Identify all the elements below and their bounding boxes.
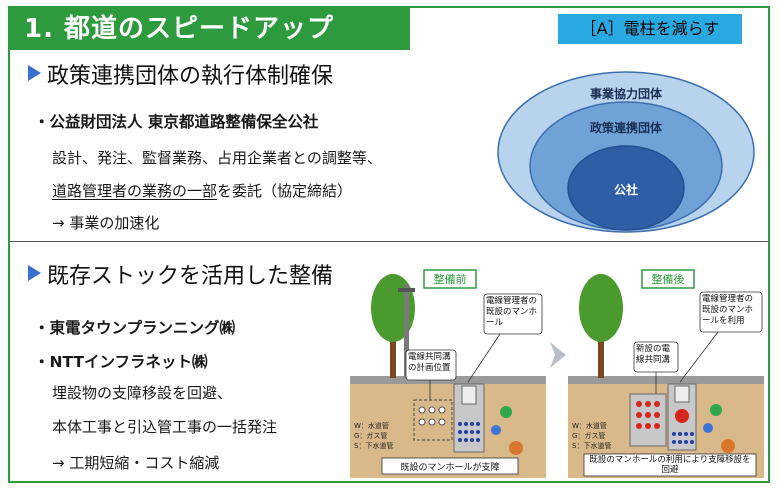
after-label: 整備後 [652,272,685,286]
cable-dots [458,422,480,442]
section2-heading: 既存ストックを活用した整備 [28,258,333,290]
before-caption: 既設のマンホールが支障 [400,461,499,473]
before-illustration: 整備前 電線管理者の既設のマンホール 電線共同溝の計画位置 W：水道管 G：ガス… [350,269,546,478]
reused-cable-icon [675,409,689,423]
water-pipe-icon [710,404,722,416]
svg-text:G：ガス管: G：ガス管 [354,431,387,440]
section2-result: → 工期短縮・コスト縮減 [52,454,220,472]
slide-title: 1. 都道のスピードアップ [10,8,410,50]
inner-ellipse [567,145,685,231]
svg-text:S：下水道管: S：下水道管 [572,441,611,450]
section1-desc2-rest: を委託（協定締結） [217,182,353,200]
after-legend: W：水道管 G：ガス管 S：下水道管 [572,421,611,450]
section2-org2: ・NTTインフラネット㈱ [34,353,208,371]
sewer-pipe-icon [509,441,523,455]
before-label-box [423,269,477,289]
section2-heading-text: 既存ストックを活用した整備 [47,264,334,289]
after-new-callout-text: 新設の電線共同溝 [636,344,671,365]
after-manhole-callout [699,291,763,333]
category-tag: ［A］電柱を減らす [558,14,742,44]
triangle-bullet-icon [28,65,41,81]
section1-org: ・公益財団法人 東京都道路整備保全公社 [34,113,319,131]
section1-desc2-underlined: 道路管理者の業務の一部 [52,182,218,200]
after-manhole-callout-text: 電線管理者の既設のマンホールを利用 [702,294,754,326]
section2-org1: ・東電タウンプランニング㈱ [34,319,236,337]
after-caption-box [583,453,757,477]
inner-ellipse-label: 公社 [614,182,638,197]
after-label-box [641,269,695,289]
tree-icon [579,274,623,342]
middle-ellipse-label: 政策連携団体 [590,120,663,135]
tree-trunk [598,324,604,378]
gas-pipe-icon [491,425,501,435]
section1-desc2: 道路管理者の業務の一部を委託（協定締結） [52,180,352,201]
svg-text:S：下水道管: S：下水道管 [354,441,393,450]
section1-result: → 事業の加速化 [52,214,160,232]
chevron-right-icon [550,342,566,368]
slide-frame [8,6,770,483]
road-surface [568,376,764,384]
svg-text:G：ガス管: G：ガス管 [572,431,605,440]
outer-ellipse-label: 事業協力団体 [590,86,663,101]
section2-desc2: 本体工事と引込管工事の一括発注 [52,418,278,436]
before-plan-callout [405,349,457,381]
sewer-pipe-icon [721,439,735,453]
section-divider [10,241,768,242]
svg-text:W：水道管: W：水道管 [572,421,607,430]
utility-pole [404,284,409,378]
before-manhole-callout-text: 電線管理者の既設のマンホール [486,296,538,328]
after-caption: 既設のマンホールの利用により支障移設を回避 [589,455,751,475]
gas-pipe-icon [703,423,713,433]
section1-heading: 政策連携団体の執行体制確保 [28,58,333,90]
section1-desc1: 設計、発注、監督業務、占用企業者との調整等、 [52,149,382,167]
water-pipe-icon [500,406,512,418]
before-caption-box [381,457,519,475]
before-manhole-callout [483,293,543,335]
planned-conduit-outline [413,399,453,441]
tree-trunk [390,324,396,378]
new-cable-dots [636,401,660,429]
org-ellipse-diagram: 事業協力団体 政策連携団体 公社 [497,71,755,233]
svg-text:W：水道管: W：水道管 [354,421,389,430]
triangle-bullet-icon [28,265,41,281]
section2-desc1: 埋設物の支障移設を回避、 [52,384,233,402]
before-plan-callout-text: 電線共同溝の計画位置 [408,352,451,373]
before-label: 整備前 [434,272,467,286]
after-illustration: 整備後 電線管理者の既設のマンホールを利用 新設の電線共同溝 W：水道管 G：ガ… [568,269,764,478]
before-legend: W：水道管 G：ガス管 S：下水道管 [354,421,393,450]
section1-heading-text: 政策連携団体の執行体制確保 [47,64,334,89]
